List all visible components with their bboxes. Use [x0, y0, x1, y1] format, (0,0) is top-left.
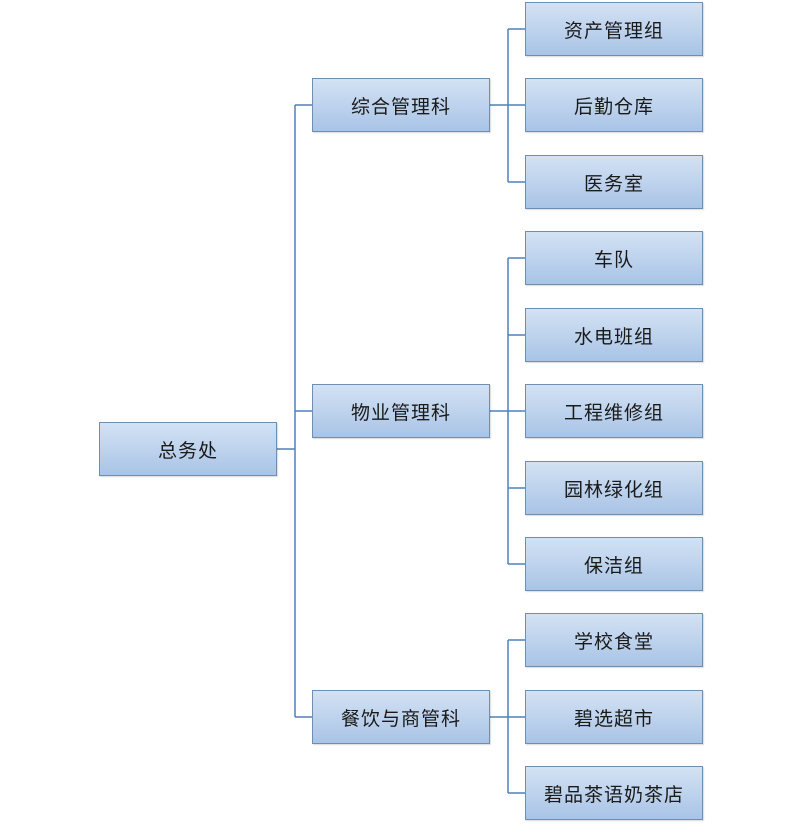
dept-label: 餐饮与商管科 [340, 707, 461, 730]
group-label: 医务室 [583, 172, 644, 195]
group-label: 学校食堂 [573, 630, 654, 653]
dept-label: 综合管理科 [350, 95, 451, 118]
group-node: 后勤仓库 [525, 78, 703, 132]
root-node: 总务处 [99, 422, 277, 476]
group-node: 保洁组 [525, 537, 703, 591]
group-node: 学校食堂 [525, 613, 703, 667]
group-label: 车队 [593, 248, 634, 271]
group-node: 车队 [525, 231, 703, 285]
dept-label: 物业管理科 [350, 401, 451, 424]
group-label: 保洁组 [583, 554, 644, 577]
group-label: 园林绿化组 [563, 478, 664, 501]
group-node: 工程维修组 [525, 384, 703, 438]
group-label: 工程维修组 [563, 401, 664, 424]
dept-node-general: 综合管理科 [312, 78, 490, 132]
group-label: 后勤仓库 [573, 95, 654, 118]
group-node: 碧品茶语奶茶店 [525, 766, 703, 820]
group-label: 碧品茶语奶茶店 [543, 783, 684, 806]
dept-node-property: 物业管理科 [312, 384, 490, 438]
group-node: 园林绿化组 [525, 461, 703, 515]
group-node: 资产管理组 [525, 2, 703, 56]
group-node: 医务室 [525, 155, 703, 209]
group-node: 水电班组 [525, 308, 703, 362]
group-label: 碧选超市 [573, 707, 654, 730]
group-label: 水电班组 [573, 325, 654, 348]
group-label: 资产管理组 [563, 19, 664, 42]
dept-node-catering: 餐饮与商管科 [312, 690, 490, 744]
group-node: 碧选超市 [525, 690, 703, 744]
root-label: 总务处 [157, 439, 218, 462]
